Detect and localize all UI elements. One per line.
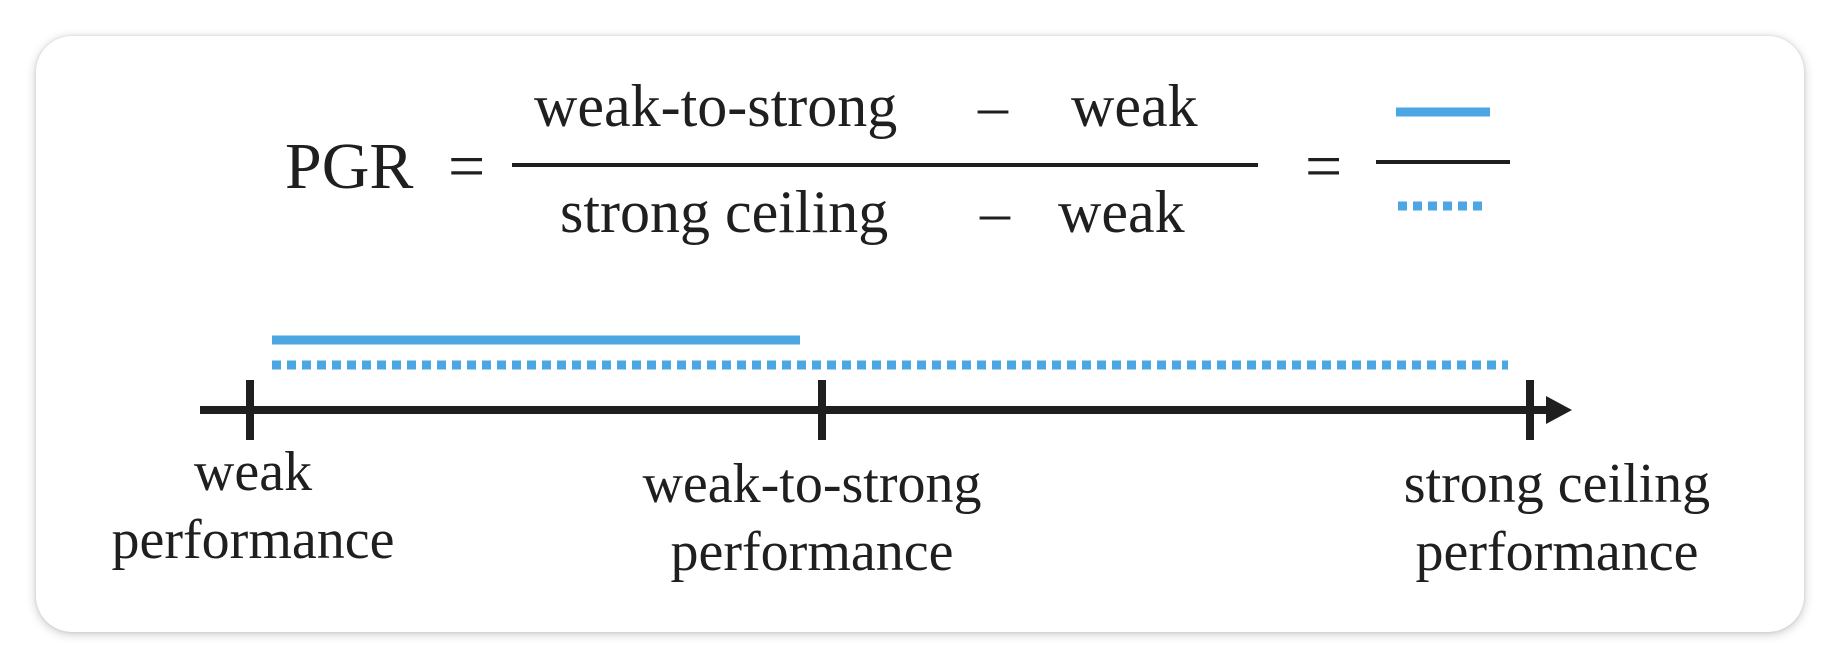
- label-weak-line1: weak: [194, 441, 312, 503]
- numerator-term-weak: weak: [1071, 73, 1198, 139]
- equals-sign: =: [448, 130, 485, 203]
- pgr-label: PGR: [285, 130, 413, 203]
- numerator-minus: –: [977, 73, 1009, 139]
- axis-arrowhead: [1546, 396, 1572, 424]
- denominator-minus: –: [979, 179, 1011, 245]
- label-strong-ceiling-line2: performance: [1416, 521, 1699, 583]
- label-weak-to-strong-line1: weak-to-strong: [642, 453, 981, 515]
- denominator-term-strong-ceiling: strong ceiling: [560, 179, 888, 245]
- label-weak-line2: performance: [112, 509, 395, 571]
- numerator-term-weak-to-strong: weak-to-strong: [534, 73, 897, 139]
- label-strong-ceiling-line1: strong ceiling: [1404, 453, 1710, 515]
- equals-sign-2: =: [1305, 130, 1342, 203]
- diagram-card: [36, 36, 1804, 632]
- label-weak-to-strong-line2: performance: [671, 521, 954, 583]
- denominator-term-weak: weak: [1058, 179, 1185, 245]
